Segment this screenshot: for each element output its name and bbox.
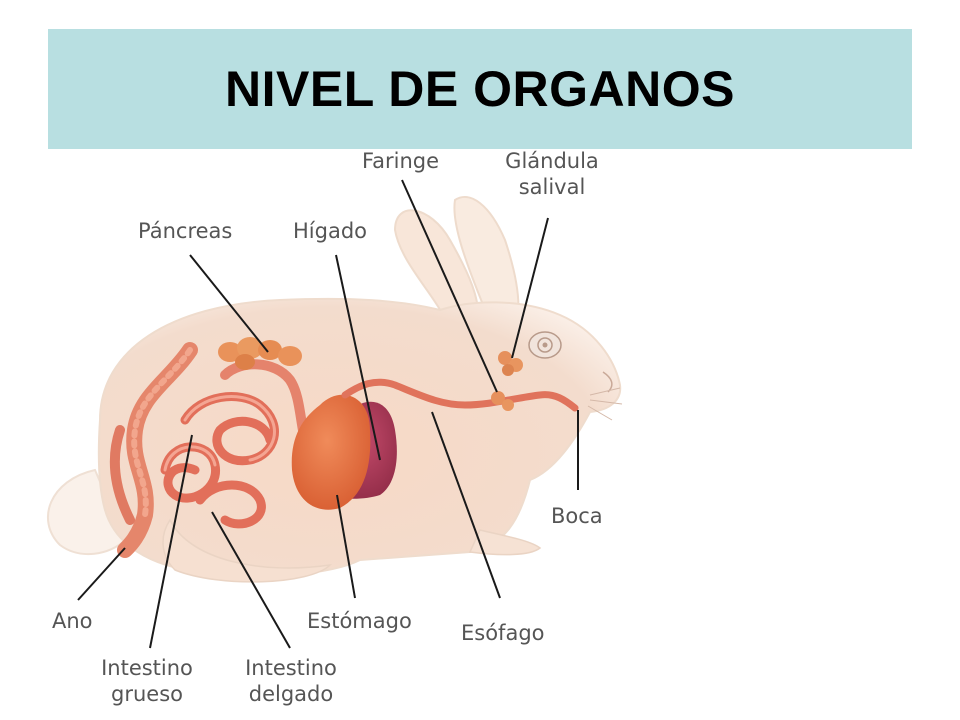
label-int-grueso-line1: Intestino <box>101 656 193 680</box>
label-boca: Boca <box>551 504 603 528</box>
leader-faringe <box>401 179 498 393</box>
esophagus-organ <box>341 378 579 412</box>
label-glandula-salival: Glándula salival <box>497 148 607 200</box>
salivary-gland-organ <box>491 351 523 411</box>
leader-int-delgado <box>211 511 291 649</box>
pancreas-organ <box>218 337 302 370</box>
label-glandula-line2: salival <box>518 175 586 199</box>
label-int-delgado-line1: Intestino <box>245 656 337 680</box>
leader-esofago <box>431 411 501 599</box>
label-int-delgado-line2: delgado <box>248 682 334 706</box>
stomach-organ <box>291 394 371 510</box>
label-pancreas: Páncreas <box>138 219 233 243</box>
leader-estomago <box>336 494 356 599</box>
title-banner: NIVEL DE ORGANOS <box>48 29 912 149</box>
leader-glandula <box>511 217 549 359</box>
label-intestino-grueso: Intestino grueso <box>92 655 202 707</box>
label-intestino-delgado: Intestino delgado <box>236 655 346 707</box>
organs <box>109 337 579 558</box>
leader-lines <box>77 179 579 649</box>
label-ano: Ano <box>52 609 93 633</box>
leader-higado <box>335 254 381 461</box>
leader-pancreas <box>189 254 269 353</box>
leader-int-grueso <box>149 434 193 649</box>
label-faringe: Faringe <box>362 149 440 173</box>
leader-ano <box>77 547 126 601</box>
label-higado: Hígado <box>293 219 368 243</box>
label-esofago: Esófago <box>461 621 545 645</box>
label-int-grueso-line2: grueso <box>111 682 183 706</box>
page-title: NIVEL DE ORGANOS <box>225 61 735 117</box>
label-estomago: Estómago <box>307 609 412 633</box>
label-glandula-line1: Glándula <box>505 149 599 173</box>
